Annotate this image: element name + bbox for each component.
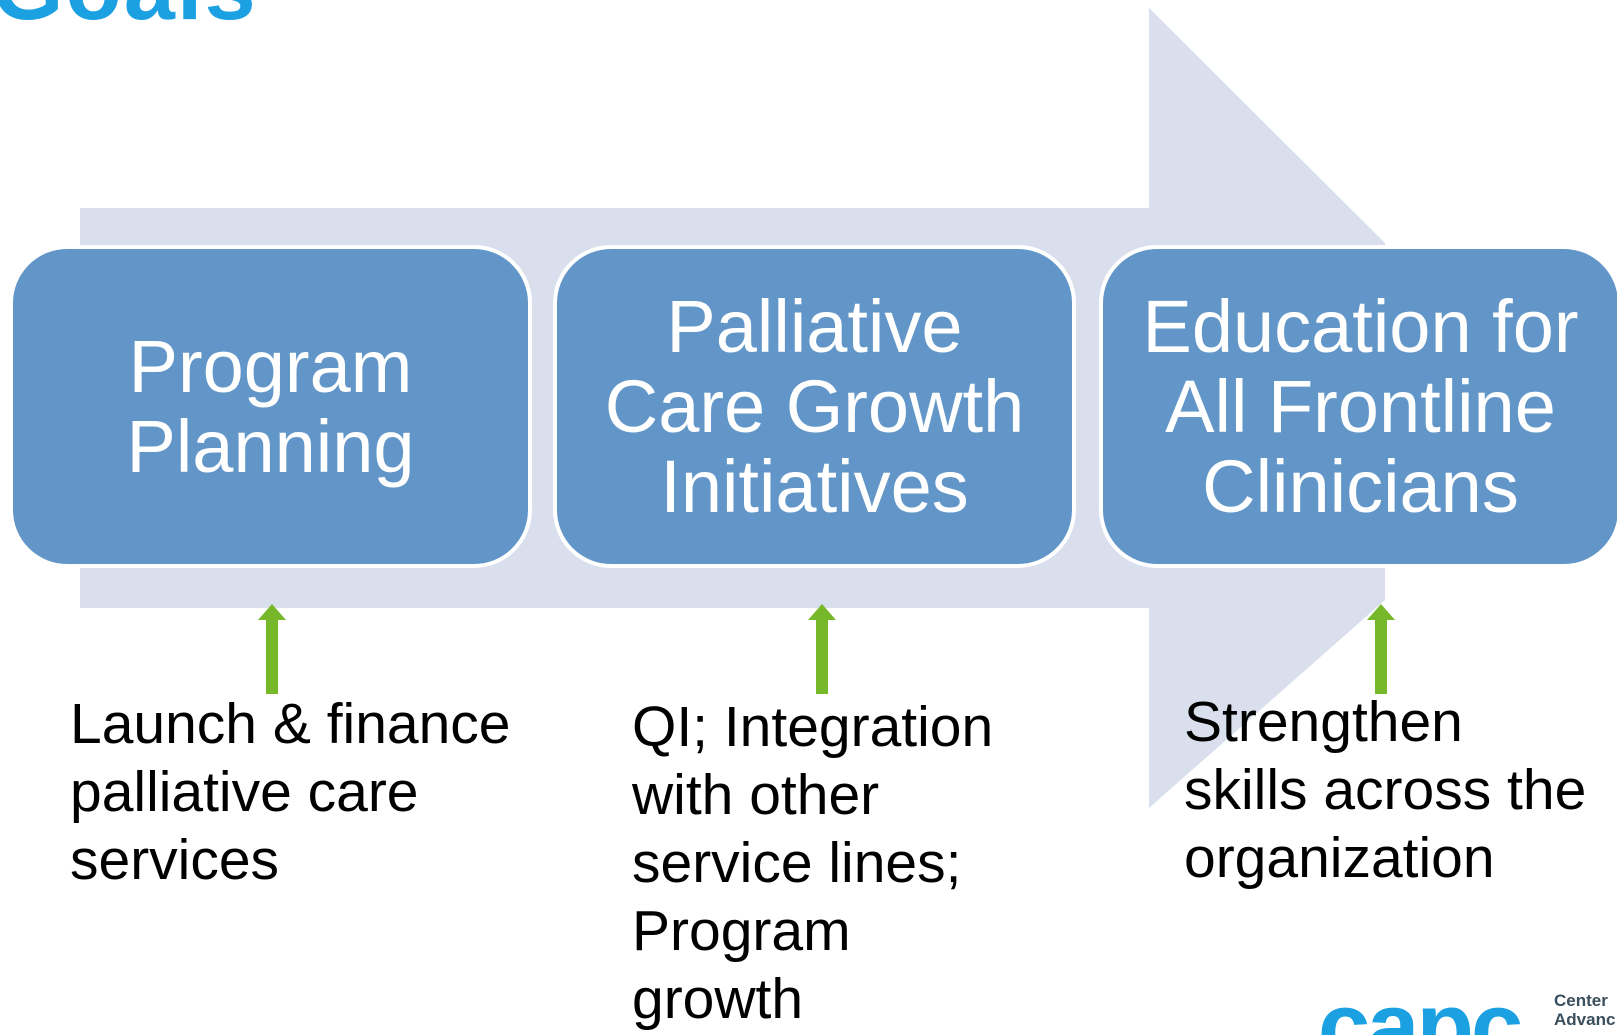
stage-box-program-planning: Program Planning (9, 245, 532, 568)
slide-title: Goals (0, 0, 258, 34)
description-program-planning: Launch & finance palliative care service… (70, 692, 511, 892)
stage-box-growth-initiatives: Palliative Care Growth Initiatives (553, 245, 1076, 568)
capc-logo: capc Center Advanc (1318, 985, 1617, 1035)
description-growth-initiatives: QI; Integration with other service lines… (632, 695, 994, 1031)
description-education: Strengthen skills across the organizatio… (1184, 690, 1587, 890)
logo-text: Center Advanc (1554, 991, 1616, 1029)
up-arrow-icon (258, 604, 286, 694)
logo-mark: capc (1318, 985, 1523, 1035)
up-arrow-icon (1367, 604, 1395, 694)
stage-box-education: Education for All Frontline Clinicians (1099, 245, 1617, 568)
up-arrow-icon (808, 604, 836, 694)
